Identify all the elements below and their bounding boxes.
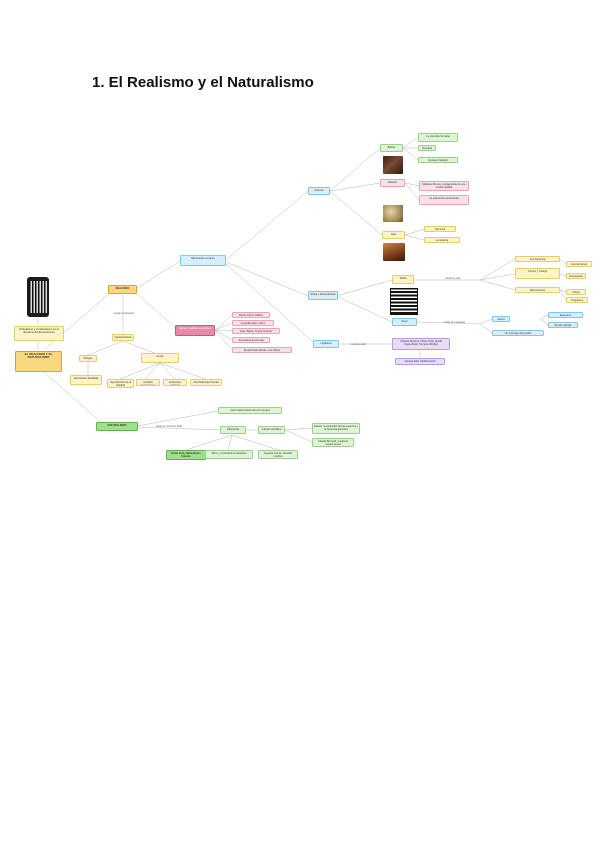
autores-espanoles-node: Autores realistas españoles [175,325,215,336]
realismo-edge-label: surge en Francia [114,312,134,315]
tolstoi-sub-3: Chéjov [566,289,586,295]
zola-node: Zola [382,231,405,239]
movimiento-europeo-node: Movimiento europeo [180,255,226,266]
tolstoi-child-2: Crimen y castigo [515,268,560,279]
taine-node: Taine y el positivismo filosófico [205,450,253,459]
zola-child-1: Germinal [424,226,456,232]
tolstoi-sub-4: Turguénev [566,297,588,303]
tolstoi-child-1: Ana Karenina [515,256,560,262]
rasgos-child: descripción detallada [70,375,102,385]
ibsen-sub-2: El pato salvaje [548,322,578,328]
flaubert-node: Flaubert [380,179,405,187]
flaubert-painting [383,205,403,222]
ibsen-child-2: Un enemigo del pueblo [492,330,544,336]
temas-child-3: ambientes urbanos [163,379,187,386]
zola-child-2: La taberna [424,237,460,243]
balzac-child-1: La comedia humana [418,133,458,142]
balzac-child-3: Gustave Flaubert [418,157,458,163]
balzac-child-2: Stendhal [418,145,436,151]
balzac-portrait [383,156,403,174]
temas-child-1: reproducción de la realidad [107,379,134,388]
caracteristicas-node: Características [112,334,134,341]
flaubert-child-2: La educación sentimental [419,195,469,205]
ibsen-edge-label: Casa de muñecas [444,321,465,324]
page-title: 1. El Realismo y el Naturalismo [92,74,314,91]
autor-1: Benito Pérez Galdós [232,312,270,318]
dickens-node: Charles Dickens: Oliver Twist, David Cop… [392,338,450,350]
comte-node: Auguste Comte, filosofía positiva [258,450,298,459]
ibsen-sub-1: Espectros [548,312,583,318]
naturalismo-child-1: visión determinista del ser humano [218,407,282,414]
inglaterra-edge-label: novela social [350,343,366,346]
phone-icon [27,277,49,317]
metodo-cientifico-node: método científico [258,426,285,434]
autor-2: Leopoldo Alas, Clarín [232,320,274,326]
rasgos-node: Rasgos [79,355,97,362]
tolstoi-child-3: Resurrección [515,287,560,293]
zola-painting [383,243,405,261]
influencias-node: influencias [220,426,246,434]
tolstoi-edge-label: Guerra y paz [445,277,461,280]
qr-caption: El Realismo y el Naturalismo en la liter… [14,326,64,341]
autor-4: José María de Pereda [232,337,270,343]
tolstoi-sub-1: Los hermanos Karamázov [566,261,592,267]
tolstoi-node: Tolstói [392,275,414,284]
zola-naturalismo-node: Émile Zola, Naturalismo francés [166,450,206,460]
rusia-node: Rusia y Escandinavia [308,291,338,300]
flaubert-child-1: Madame Bovary, protagonista de una novel… [419,181,469,191]
ibsen-child-1: drama [492,316,510,322]
bernard-node: Claude Bernard, medicina experimental [312,438,354,447]
inglaterra-node: Inglaterra [313,340,339,348]
main-topic: EL REALISMO Y EL NATURALISMO [15,351,62,372]
francia-node: Francia [308,187,330,195]
ibsen-node: Ibsen [392,318,417,326]
qr-code-icon [390,288,418,315]
temas-child-4: José María de Pereda [190,379,222,386]
autor-5: Emilia Pardo Bazán, Los Pazos [232,347,292,353]
realismo-node: REALISMO [108,285,137,294]
tolstoi-sub-2: Dostoievski [566,273,586,279]
naturalismo-node: NATURALISMO [96,422,138,431]
balzac-node: Balzac [380,144,403,152]
darwin-node: Darwin: la evolución de las especies y l… [312,423,360,434]
autor-3: Juan Valera, Pepita Jiménez [232,328,280,334]
temas-child-2: narrador omnisciente [136,379,160,386]
eliot-node: George Eliot, Middlemarch [395,358,445,365]
naturalismo-edge-label: surge en Francia, Zola [156,425,182,428]
temas-node: temas [141,353,179,363]
